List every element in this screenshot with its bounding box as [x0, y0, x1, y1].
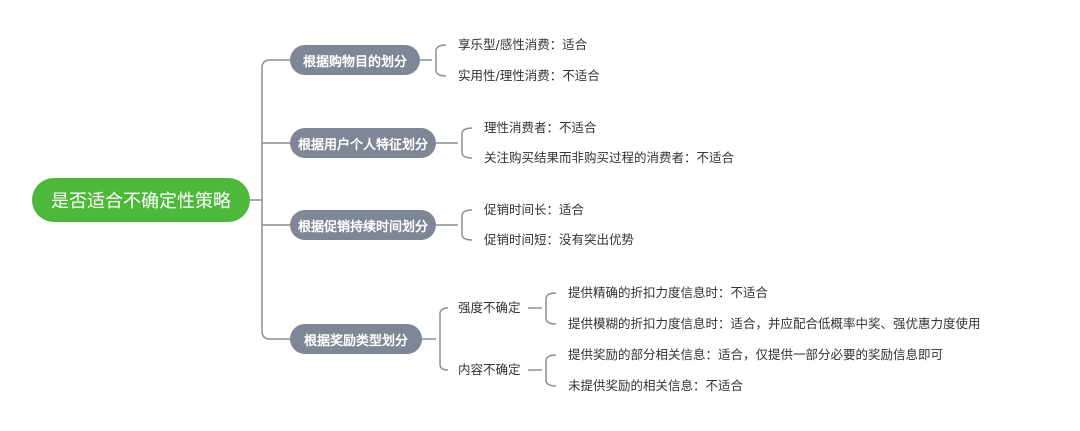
root-node[interactable]: 是否适合不确定性策略: [32, 178, 250, 222]
leaf-node[interactable]: 提供精确的折扣力度信息时：不适合: [568, 285, 769, 300]
branch-node-duration[interactable]: 根据促销持续时间划分: [290, 210, 436, 240]
leaf-node[interactable]: 理性消费者：不适合: [484, 120, 597, 135]
branch-node-user-traits[interactable]: 根据用户个人特征划分: [290, 128, 436, 158]
leaf-node[interactable]: 实用性/理性消费：不适合: [458, 68, 600, 83]
sub-node-content[interactable]: 内容不确定: [458, 362, 521, 377]
leaf-node[interactable]: 提供模糊的折扣力度信息时：适合，并应配合低概率中奖、强优惠力度使用: [568, 316, 981, 331]
leaf-node[interactable]: 提供奖励的部分相关信息：适合，仅提供一部分必要的奖励信息即可: [568, 347, 944, 362]
leaf-node[interactable]: 促销时间长：适合: [484, 202, 585, 217]
sub-node-intensity[interactable]: 强度不确定: [458, 300, 521, 315]
leaf-node[interactable]: 未提供奖励的相关信息：不适合: [568, 378, 744, 393]
leaf-node[interactable]: 享乐型/感性消费：适合: [458, 37, 588, 52]
leaf-node[interactable]: 关注购买结果而非购买过程的消费者：不适合: [484, 150, 735, 165]
leaf-node[interactable]: 促销时间短：没有突出优势: [484, 232, 635, 247]
branch-node-purpose[interactable]: 根据购物目的划分: [290, 45, 420, 75]
branch-node-reward-type[interactable]: 根据奖励类型划分: [290, 324, 422, 354]
